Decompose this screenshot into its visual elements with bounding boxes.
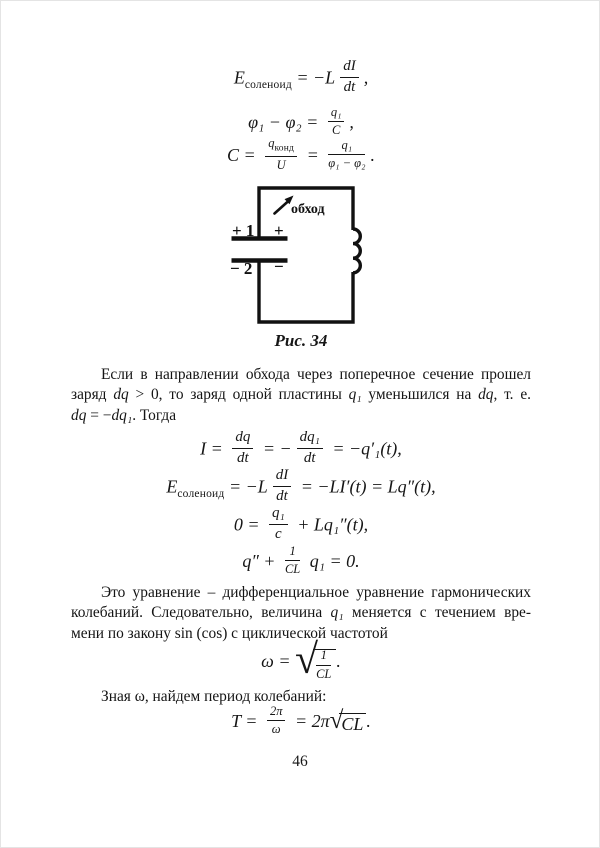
inductor-coil (352, 227, 362, 275)
radical-sign: √ (329, 707, 344, 735)
math-text: . (336, 651, 341, 672)
page-number: 46 (292, 753, 308, 770)
plate-label-plus: + (274, 221, 284, 240)
math-text: ω = (261, 651, 295, 672)
walk-direction-arrowhead (284, 195, 294, 205)
text-line: мени по закону sin (cos) с циклической ч… (71, 624, 388, 642)
math-text: = (302, 144, 324, 165)
math-text: q″ + (242, 550, 280, 571)
paragraph-2: Это уравнение – дифференциальное уравнен… (71, 583, 531, 644)
math-text: q₁ = 0. (305, 550, 360, 571)
math-text: C = (227, 144, 261, 165)
text-line: dq = −dq₁. Тогда (71, 406, 177, 424)
circuit-figure: + 1 + − 2 − обход (230, 186, 362, 324)
math-symbol: E (166, 476, 178, 497)
text-line: Зная ω, найдем период колебаний: (101, 688, 327, 705)
plate-label-minus-2: − 2 (230, 259, 252, 278)
math-text: 0 = (233, 514, 265, 535)
math-text: = −q′₁(t), (327, 438, 402, 459)
math-subscript: соленоид (177, 487, 225, 500)
text-line: заряд dq > 0, то заряд одной пластины q₁… (71, 386, 531, 404)
math-subscript: конд (274, 143, 295, 154)
figure-caption: Рис. 34 (274, 331, 328, 350)
radical-sign: √ (295, 637, 319, 683)
math-text: , (363, 67, 369, 88)
math-text: . (366, 710, 371, 731)
paragraph-3: Зная ω, найдем период колебаний: (71, 687, 531, 707)
math-text: φ₁ − φ₂ = (248, 111, 323, 132)
math-text: T = (231, 710, 262, 731)
math-text: , (349, 111, 354, 132)
math-text: . (370, 144, 375, 165)
math-text: = −LI′(t) = Lq″(t), (296, 476, 436, 497)
plate-label-minus: − (274, 257, 284, 276)
circuit-wire-top (257, 186, 355, 239)
math-text: + Lq₁″(t), (292, 514, 369, 535)
math-text: I = (200, 438, 228, 459)
circuit-wire-bottom (257, 262, 355, 324)
text-line: Если в направлении обхода через поперечн… (101, 366, 531, 383)
text-line: колебаний. Следовательно, величина q₁ ме… (71, 604, 531, 622)
math-subscript: соленоид (244, 78, 292, 91)
math-text: = −L (224, 476, 268, 497)
paragraph-1: Если в направлении обхода через поперечн… (71, 365, 531, 426)
walk-direction-arrow (273, 199, 291, 215)
text-line: Это уравнение – дифференциальное уравнен… (101, 584, 531, 601)
math-text: = 2π (290, 710, 330, 731)
plate-label-plus-1: + 1 (232, 221, 254, 240)
math-text: = −L (291, 67, 336, 88)
walk-label: обход (291, 202, 325, 217)
math-text: = − (258, 438, 292, 459)
square-root: √CL (329, 707, 367, 735)
math-symbol: E (233, 67, 245, 88)
